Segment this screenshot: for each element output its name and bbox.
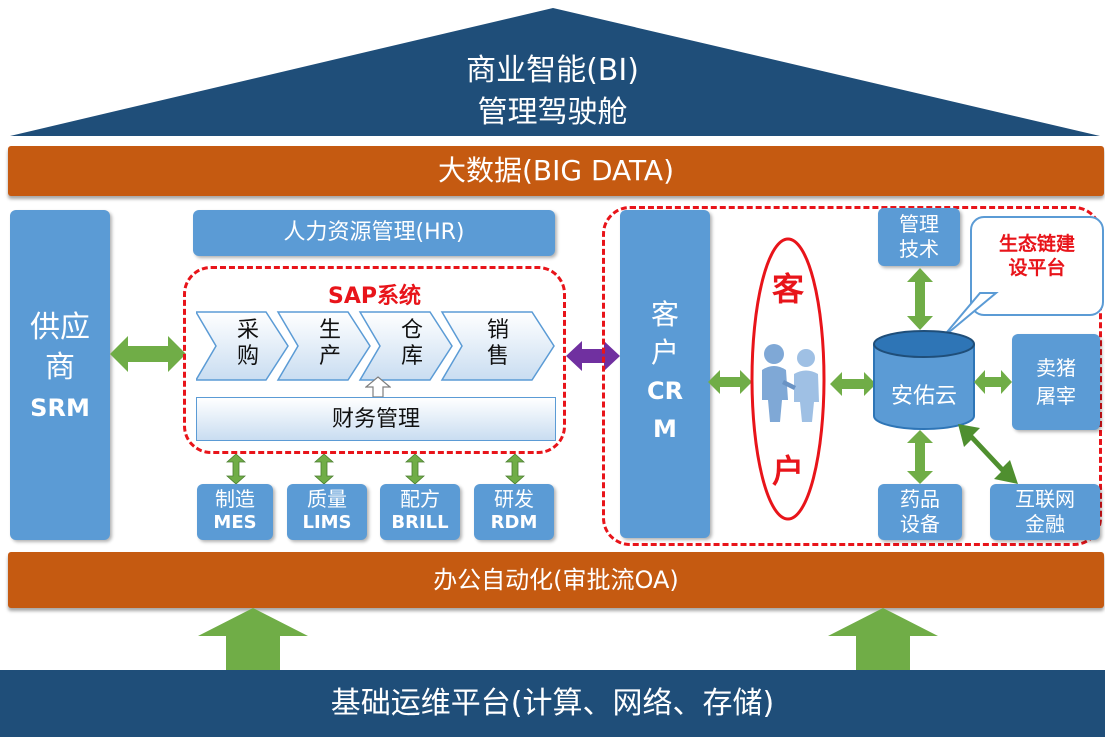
brill-link-arrow <box>405 454 425 484</box>
eco-callout-pointer <box>941 292 999 339</box>
oa-label: 办公自动化(审批流OA) <box>433 566 679 594</box>
customer-label-bottom: 户 <box>771 452 804 490</box>
sap-process-chevrons <box>196 311 555 381</box>
roof-title-cockpit: 管理驾驶舱 <box>477 95 628 130</box>
crm-label-3: CR <box>646 377 684 405</box>
mgmt-tech-box: 管理技术 <box>878 208 960 266</box>
eco-platform-callout: 生态链建设平台 <box>970 216 1104 316</box>
customer-label-top: 客 <box>771 270 804 308</box>
supplier-sap-arrow <box>110 336 186 372</box>
chevron-warehouse-label: 仓库 <box>400 318 423 369</box>
crm-label-4: M <box>653 415 677 443</box>
pig-slaughter-box: 卖猪屠宰 <box>1012 334 1100 430</box>
chevron-purchase <box>196 311 289 381</box>
hr-box: 人力资源管理(HR) <box>193 210 555 256</box>
chevron-warehouse <box>358 311 453 381</box>
cloud-pig-arrow <box>974 370 1012 394</box>
drug-equipment-box: 药品设备 <box>878 484 962 540</box>
base-up-arrow-right <box>828 608 938 670</box>
customer-ellipse <box>750 237 826 521</box>
internet-finance-box: 互联网金融 <box>990 484 1100 540</box>
mes-link-arrow <box>226 454 246 484</box>
finance-box: 财务管理 <box>196 397 556 441</box>
chevron-sales-label: 销售 <box>486 318 509 369</box>
sap-title: SAP系统 <box>328 284 421 309</box>
crm-label-1: 客 <box>650 298 679 331</box>
base-up-arrow-left <box>198 608 308 670</box>
cloud-database-icon <box>873 330 975 430</box>
customer-cloud-arrow <box>830 372 876 396</box>
crm-customer-arrow <box>708 370 752 394</box>
crm-box: 客 户 CR M <box>620 210 710 538</box>
oa-bar: 办公自动化(审批流OA) <box>8 552 1104 608</box>
chevron-sales <box>440 311 555 381</box>
sap-crm-arrow <box>566 341 620 371</box>
supplier-srm-box: 供应 商 SRM <box>10 210 110 540</box>
finance-label: 财务管理 <box>331 407 420 432</box>
chevron-production-label: 生产 <box>318 318 341 369</box>
bigdata-label: 大数据(BIG DATA) <box>437 154 675 187</box>
cloud-drug-arrow <box>907 430 933 484</box>
bigdata-bar: 大数据(BIG DATA) <box>8 146 1104 196</box>
base-platform-bar: 基础运维平台(计算、网络、存储) <box>0 670 1105 737</box>
lims-link-arrow <box>314 454 334 484</box>
rdm-link-arrow <box>505 454 525 484</box>
finance-up-arrow <box>365 376 391 398</box>
sap-system-frame <box>183 266 566 454</box>
supplier-label-2: 商 <box>45 350 75 385</box>
supplier-label-3: SRM <box>30 394 90 422</box>
handshake-people-icon <box>762 344 819 422</box>
base-platform-label: 基础运维平台(计算、网络、存储) <box>330 686 775 721</box>
cloud-label: 安佑云 <box>890 384 957 409</box>
chevron-production <box>276 311 371 381</box>
hr-label: 人力资源管理(HR) <box>283 220 465 245</box>
cloud-finance-arrow <box>958 424 1018 484</box>
mgmt-cloud-arrow <box>907 268 933 330</box>
supplier-label-1: 供应 <box>30 310 90 345</box>
crm-region-frame <box>602 206 1102 546</box>
roof-triangle <box>10 8 1100 136</box>
crm-label-2: 户 <box>650 336 679 369</box>
chevron-purchase-label: 采购 <box>236 318 259 369</box>
roof-title-bi: 商业智能(BI) <box>466 53 639 88</box>
